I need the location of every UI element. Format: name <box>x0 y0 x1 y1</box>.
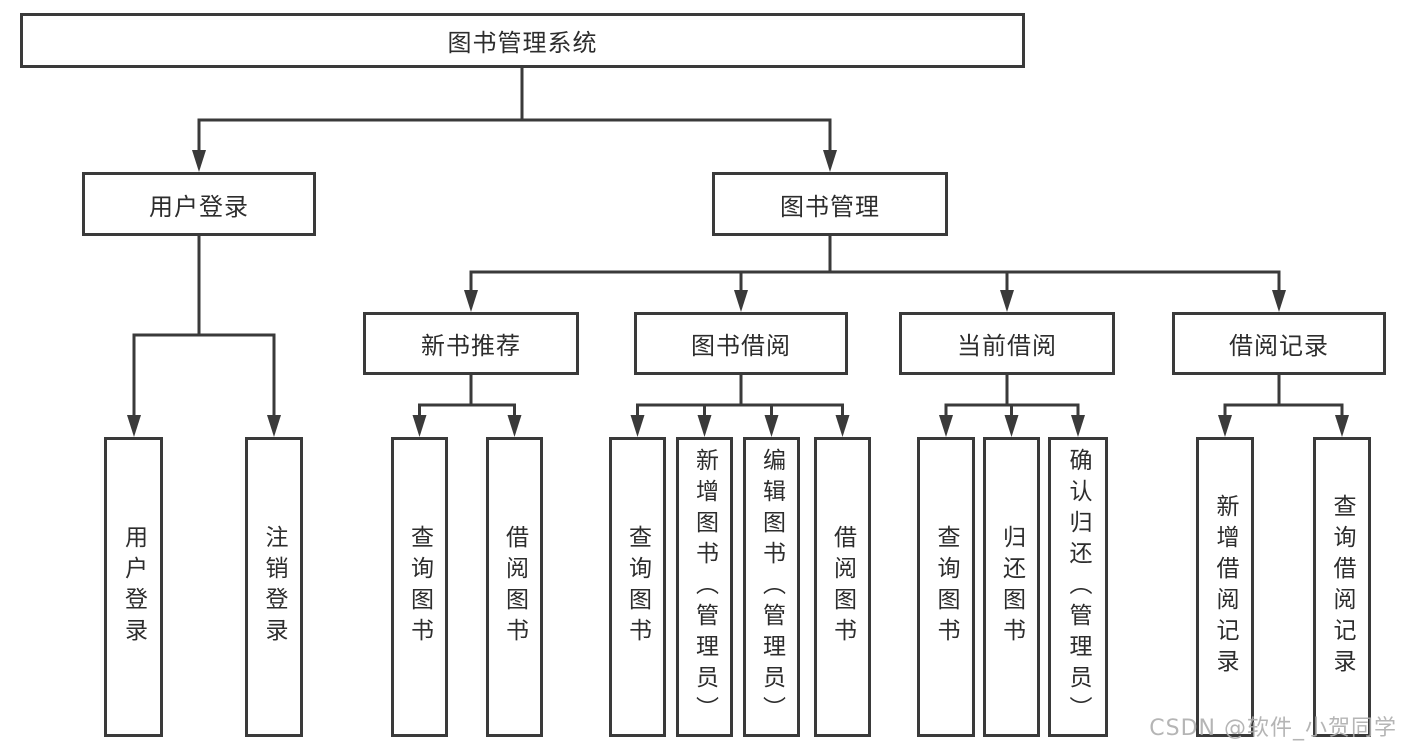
leaf-confirm-return-admin: 确认归还（管理员） <box>1048 437 1108 737</box>
leaf-label: 查询图书 <box>933 525 959 649</box>
leaf-query-books-borrowing: 查询图书 <box>609 437 666 737</box>
node-book-management: 图书管理 <box>712 172 948 236</box>
leaf-logout: 注销登录 <box>245 437 303 737</box>
node-book-borrowing: 图书借阅 <box>634 312 848 375</box>
node-current-borrowing: 当前借阅 <box>899 312 1115 375</box>
leaf-label: 编辑图书（管理员） <box>758 447 785 727</box>
node-label: 图书管理 <box>780 192 880 221</box>
node-label: 图书借阅 <box>691 332 791 360</box>
leaf-label: 确认归还（管理员） <box>1065 447 1091 727</box>
csdn-watermark: CSDN @软件_小贺同学 <box>1149 716 1397 741</box>
leaf-return-books: 归还图书 <box>983 437 1040 737</box>
node-label: 用户登录 <box>149 192 249 221</box>
node-library-system: 图书管理系统 <box>20 13 1025 68</box>
leaf-add-books-admin: 新增图书（管理员） <box>676 437 733 737</box>
leaf-label: 新增图书（管理员） <box>691 447 718 727</box>
node-borrowing-records: 借阅记录 <box>1172 312 1386 375</box>
leaf-add-borrow-record: 新增借阅记录 <box>1196 437 1254 737</box>
leaf-label: 归还图书 <box>998 525 1025 649</box>
leaf-label: 用户登录 <box>120 525 147 649</box>
leaf-label: 注销登录 <box>261 525 287 649</box>
node-label: 当前借阅 <box>957 332 1057 360</box>
leaf-user-login: 用户登录 <box>104 437 163 737</box>
node-new-book-recommend: 新书推荐 <box>363 312 579 375</box>
node-label: 借阅记录 <box>1229 332 1329 360</box>
leaf-edit-books-admin: 编辑图书（管理员） <box>743 437 800 737</box>
node-label: 图书管理系统 <box>447 29 598 57</box>
leaf-label: 查询图书 <box>406 525 433 649</box>
leaf-borrow-books-borrowing: 借阅图书 <box>814 437 871 737</box>
leaf-borrow-books-recommend: 借阅图书 <box>486 437 543 737</box>
leaf-query-books-current: 查询图书 <box>917 437 975 737</box>
leaf-label: 借阅图书 <box>501 525 528 649</box>
leaf-query-borrow-record: 查询借阅记录 <box>1313 437 1371 737</box>
leaf-label: 新增借阅记录 <box>1212 494 1238 680</box>
node-user-login: 用户登录 <box>82 172 316 236</box>
leaf-label: 查询图书 <box>624 525 651 649</box>
leaf-query-books-recommend: 查询图书 <box>391 437 448 737</box>
leaf-label: 借阅图书 <box>829 525 856 649</box>
node-label: 新书推荐 <box>421 332 521 360</box>
leaf-label: 查询借阅记录 <box>1329 494 1355 680</box>
